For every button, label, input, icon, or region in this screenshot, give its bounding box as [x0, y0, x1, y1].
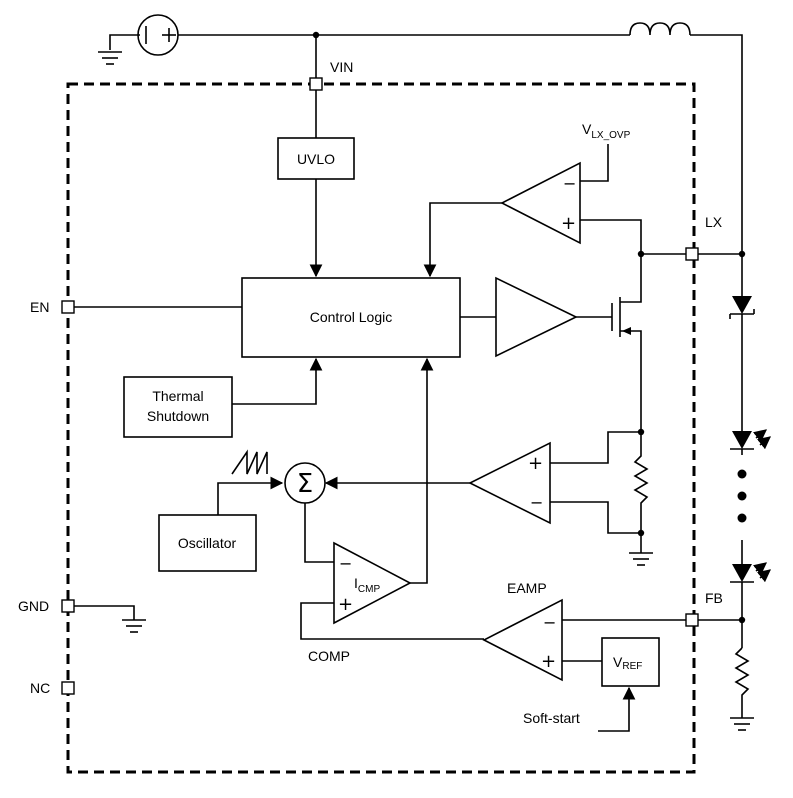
- svg-text:−: −: [339, 554, 352, 573]
- thermal-label-2: Shutdown: [147, 408, 209, 424]
- uvlo-block: [277, 137, 355, 180]
- output-string: [729, 254, 771, 731]
- svg-text:−: −: [543, 613, 556, 632]
- mosfet-icon: [611, 254, 642, 432]
- svg-text:+: +: [528, 453, 543, 474]
- oscillator-block: [158, 514, 257, 572]
- svg-text:−: −: [530, 493, 543, 512]
- input-supply: [98, 14, 743, 253]
- ic-boundary: [66, 82, 696, 774]
- svg-text:+: +: [338, 594, 353, 615]
- icmp-label: ICMP: [354, 575, 380, 595]
- pin-vin: [309, 77, 323, 91]
- soft-start-label: Soft-start: [523, 710, 580, 726]
- uvlo-label: UVLO: [297, 151, 335, 167]
- thermal-label-1: Thermal: [152, 388, 203, 404]
- vref-label: VREF: [613, 654, 642, 672]
- pin-nc-label: NC: [30, 680, 50, 696]
- vlx-ovp-label: VLX_OVP: [582, 121, 631, 141]
- led-icon: [730, 562, 771, 583]
- control-logic-block: [241, 277, 461, 358]
- ground-icon: [98, 51, 122, 65]
- gate-driver: [495, 276, 578, 358]
- pin-fb: [685, 613, 699, 627]
- svg-text:+: +: [561, 213, 576, 234]
- ground-icon: [122, 619, 146, 633]
- pin-en-label: EN: [30, 299, 49, 315]
- svg-text:+: +: [541, 651, 556, 672]
- pin-lx: [685, 247, 699, 261]
- oscillator-label: Oscillator: [178, 535, 237, 551]
- pin-gnd: [61, 599, 75, 613]
- control-logic-label: Control Logic: [310, 309, 393, 325]
- current-sense-amp: + −: [324, 431, 653, 566]
- error-amplifier: − + EAMP COMP: [308, 580, 686, 682]
- pwm-comparator: − + ICMP: [300, 357, 484, 640]
- pin-nc: [61, 681, 75, 695]
- pin-vin-label: VIN: [330, 59, 353, 75]
- resistor-icon: [633, 432, 649, 533]
- pin-lx-label: LX: [705, 214, 723, 230]
- comp-label: COMP: [308, 648, 350, 664]
- thermal-shutdown-block: [123, 376, 233, 438]
- resistor-icon: [734, 647, 750, 718]
- led-chain-dot: [737, 513, 747, 523]
- ground-icon: [629, 552, 653, 566]
- svg-text:−: −: [563, 174, 576, 193]
- sigma-label: Σ: [297, 469, 313, 499]
- led-chain-dot: [737, 491, 747, 501]
- ground-icon: [730, 717, 754, 731]
- eamp-label: EAMP: [507, 580, 547, 596]
- current-source-icon: [137, 14, 179, 56]
- sawtooth-icon: [231, 449, 268, 475]
- led-icon: [730, 429, 771, 450]
- ovp-comparator: − + VLX_OVP: [423, 121, 642, 278]
- inductor-icon: [629, 22, 691, 36]
- pin-en: [61, 300, 75, 314]
- pin-fb-label: FB: [705, 590, 723, 606]
- led-chain-dot: [737, 469, 747, 479]
- pin-gnd-label: GND: [18, 598, 49, 614]
- vref-block: [601, 637, 660, 687]
